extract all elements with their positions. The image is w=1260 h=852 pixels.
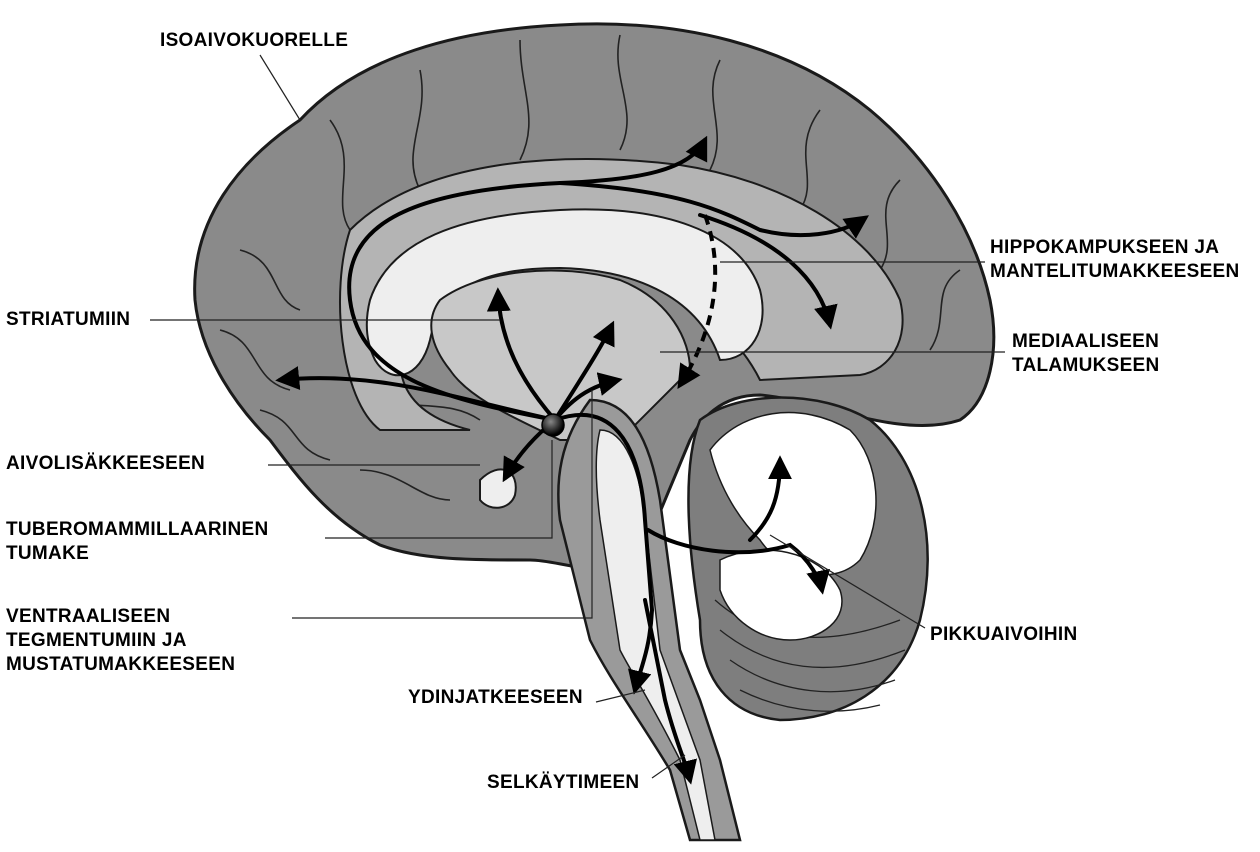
arrow-to-cerebellum-2	[748, 455, 792, 542]
pituitary	[479, 468, 517, 509]
arrow-to-frontal	[347, 135, 708, 422]
label-striatum-text: STRIATUMIIN	[6, 309, 131, 330]
arrow-to-frontal-lower	[275, 366, 557, 422]
label-cerebellum-text: PIKKUAIVOIHIN	[930, 624, 1078, 645]
label-vta-line3: MUSTATUMAKKEESEEN	[6, 654, 236, 675]
label-tmn-line1: TUBEROMAMMILLAARINEN	[6, 519, 269, 540]
arrow-to-hippocampus-dashed	[677, 214, 718, 390]
label-pituitary-text: AIVOLISÄKKEESEEN	[6, 453, 206, 474]
label-striatum: STRIATUMIIN	[6, 308, 130, 332]
fourth-ventricle-canal	[595, 429, 716, 841]
label-thalamus-line2: TALAMUKSEEN	[1012, 355, 1160, 376]
label-cortex-text: ISOAIVOKUORELLE	[160, 30, 349, 51]
arrow-to-thalamus-2	[553, 372, 623, 422]
label-spinal: SELKÄYTIMEEN	[487, 771, 639, 795]
arrow-to-spinal-cord	[643, 598, 697, 785]
label-tmn-line2: TUMAKE	[6, 543, 90, 564]
label-cortex: ISOAIVOKUORELLE	[160, 29, 348, 53]
arrow-to-posterior-cortex	[558, 181, 869, 239]
label-vta: VENTRAALISEEN TEGMENTUMIIN JA MUSTATUMAK…	[6, 605, 235, 677]
arrow-to-cerebellum	[646, 528, 830, 595]
label-spinal-text: SELKÄYTIMEEN	[487, 772, 640, 793]
thalamus-region	[430, 269, 692, 441]
leader-lines	[150, 54, 1005, 779]
arrow-to-thalamus	[553, 320, 615, 422]
label-thalamus: MEDIAALISEEN TALAMUKSEEN	[1012, 330, 1160, 378]
label-medulla: YDINJATKEESEEN	[408, 686, 583, 710]
label-cerebellum: PIKKUAIVOIHIN	[930, 623, 1077, 647]
arrow-to-striatum	[486, 287, 557, 422]
label-tmn: TUBEROMAMMILLAARINEN TUMAKE	[6, 518, 268, 566]
label-hippocampus-line2: MANTELITUMAKKEESEEN	[990, 261, 1240, 282]
label-pituitary: AIVOLISÄKKEESEEN	[6, 452, 205, 476]
label-medulla-text: YDINJATKEESEEN	[408, 687, 583, 708]
label-hippocampus-line1: HIPPOKAMPUKSEEN JA	[990, 237, 1220, 258]
projection-arrows	[275, 135, 869, 785]
tuberomammillary-nucleus	[541, 413, 565, 437]
arrow-to-medulla	[553, 413, 655, 695]
label-hippocampus: HIPPOKAMPUKSEEN JA MANTELITUMAKKEESEEN	[990, 236, 1240, 284]
label-vta-line1: VENTRAALISEEN	[6, 606, 171, 627]
label-vta-line2: TEGMENTUMIIN JA	[6, 630, 187, 651]
label-thalamus-line1: MEDIAALISEEN	[1012, 331, 1160, 352]
